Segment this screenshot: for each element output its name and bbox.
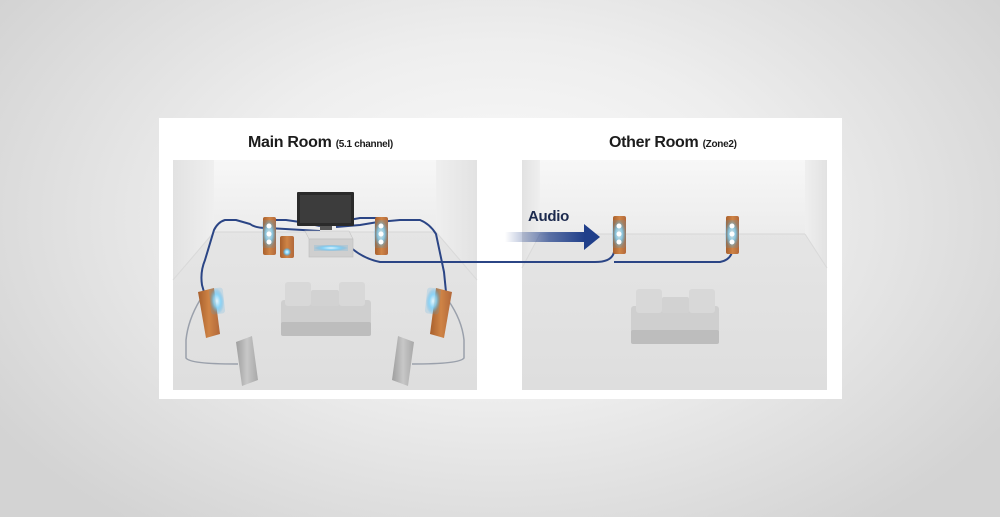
cable-front-right	[335, 219, 447, 293]
cable-front-left	[200, 219, 321, 293]
audio-label: Audio	[528, 208, 569, 225]
front-left-speaker	[262, 217, 276, 255]
rear-right-speaker	[392, 336, 414, 386]
other-room-back-wall	[540, 160, 805, 234]
other-room-subtitle: (Zone2)	[702, 139, 737, 150]
zone2-left-speaker	[612, 216, 626, 254]
audio-arrow-icon	[505, 224, 600, 250]
other-room	[521, 160, 828, 390]
main-room-name: Main Room	[248, 134, 332, 151]
front-right-speaker	[374, 217, 388, 255]
surround-cables	[185, 299, 465, 365]
av-receiver	[304, 230, 354, 258]
main-room-right-wall	[436, 160, 477, 280]
main-room-subtitle: (5.1 channel)	[335, 139, 394, 150]
cable-surround-left	[185, 299, 238, 365]
other-room-sofa	[631, 289, 719, 344]
main-room	[172, 160, 478, 390]
center-speaker	[280, 236, 294, 258]
tv	[297, 192, 354, 230]
main-room-sofa	[281, 282, 371, 336]
left-tower-speaker	[198, 287, 226, 338]
other-room-right-wall	[805, 160, 827, 268]
rear-left-speaker	[236, 336, 258, 386]
cable-surround-right	[411, 299, 465, 365]
right-tower-speaker	[424, 287, 452, 338]
zone2-right-speaker	[725, 216, 739, 254]
main-room-left-wall	[173, 160, 214, 280]
other-room-title: Other Room (Zone2)	[609, 134, 737, 152]
main-room-title: Main Room (5.1 channel)	[248, 134, 393, 152]
other-room-name: Other Room	[609, 134, 699, 151]
cable-zone2-left	[344, 241, 615, 263]
